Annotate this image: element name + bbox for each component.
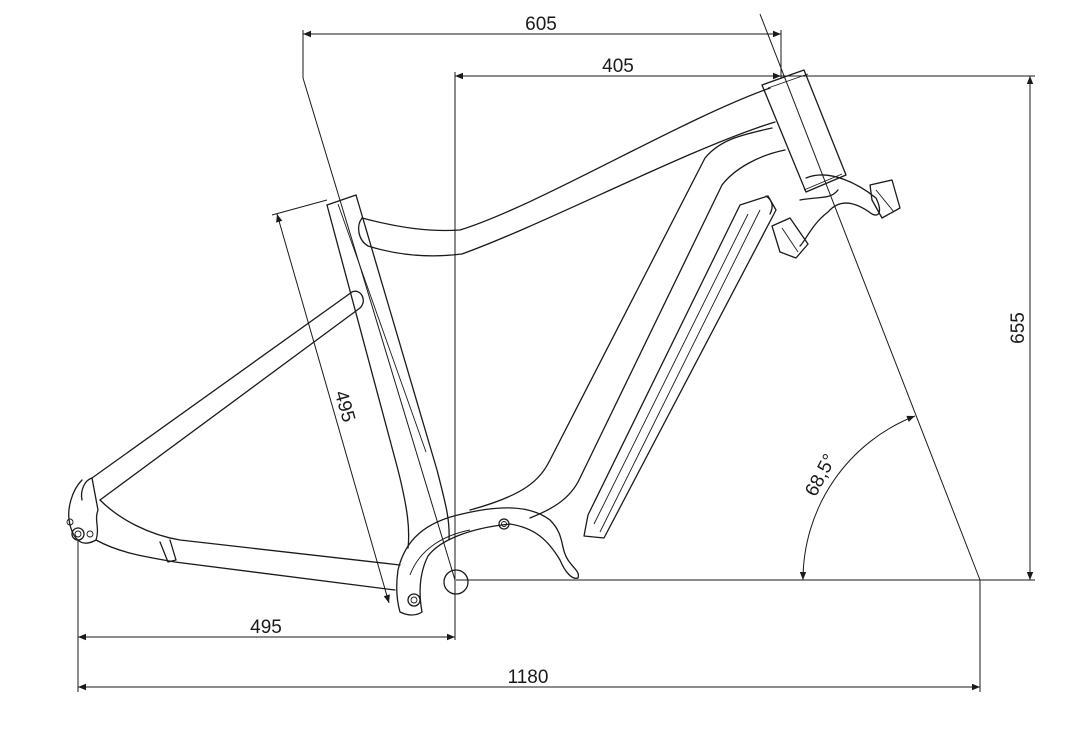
top-tube: [361, 87, 771, 232]
motor-housing: [396, 507, 580, 616]
down-tube: [469, 127, 773, 511]
seat-tube: [326, 204, 410, 549]
seat-tube-axis-extension: [302, 77, 456, 581]
reach-label: 405: [602, 56, 634, 77]
wheelbase-label: 1180: [508, 667, 549, 688]
bike-frame: [66, 69, 901, 616]
dimension-lines: 605 405 655 495 495 1180 68,5°: [77, 13, 1035, 692]
seat-tube-label: 495: [330, 388, 359, 424]
top-length-label: 605: [525, 14, 557, 35]
seat-tube-extension: [271, 199, 328, 216]
head-tube: [761, 69, 847, 193]
stack-label: 655: [1008, 312, 1029, 344]
battery: [583, 195, 777, 539]
steering-axis-line: [759, 13, 981, 581]
seat-tube-dimension-line: [276, 213, 390, 604]
fork-crown: [771, 174, 901, 259]
head-angle-label: 68,5°: [801, 451, 840, 500]
seat-stay: [91, 290, 364, 501]
head-angle-arc: [799, 415, 916, 581]
chainstay-label: 495: [250, 617, 282, 638]
chain-stay: [99, 499, 401, 566]
